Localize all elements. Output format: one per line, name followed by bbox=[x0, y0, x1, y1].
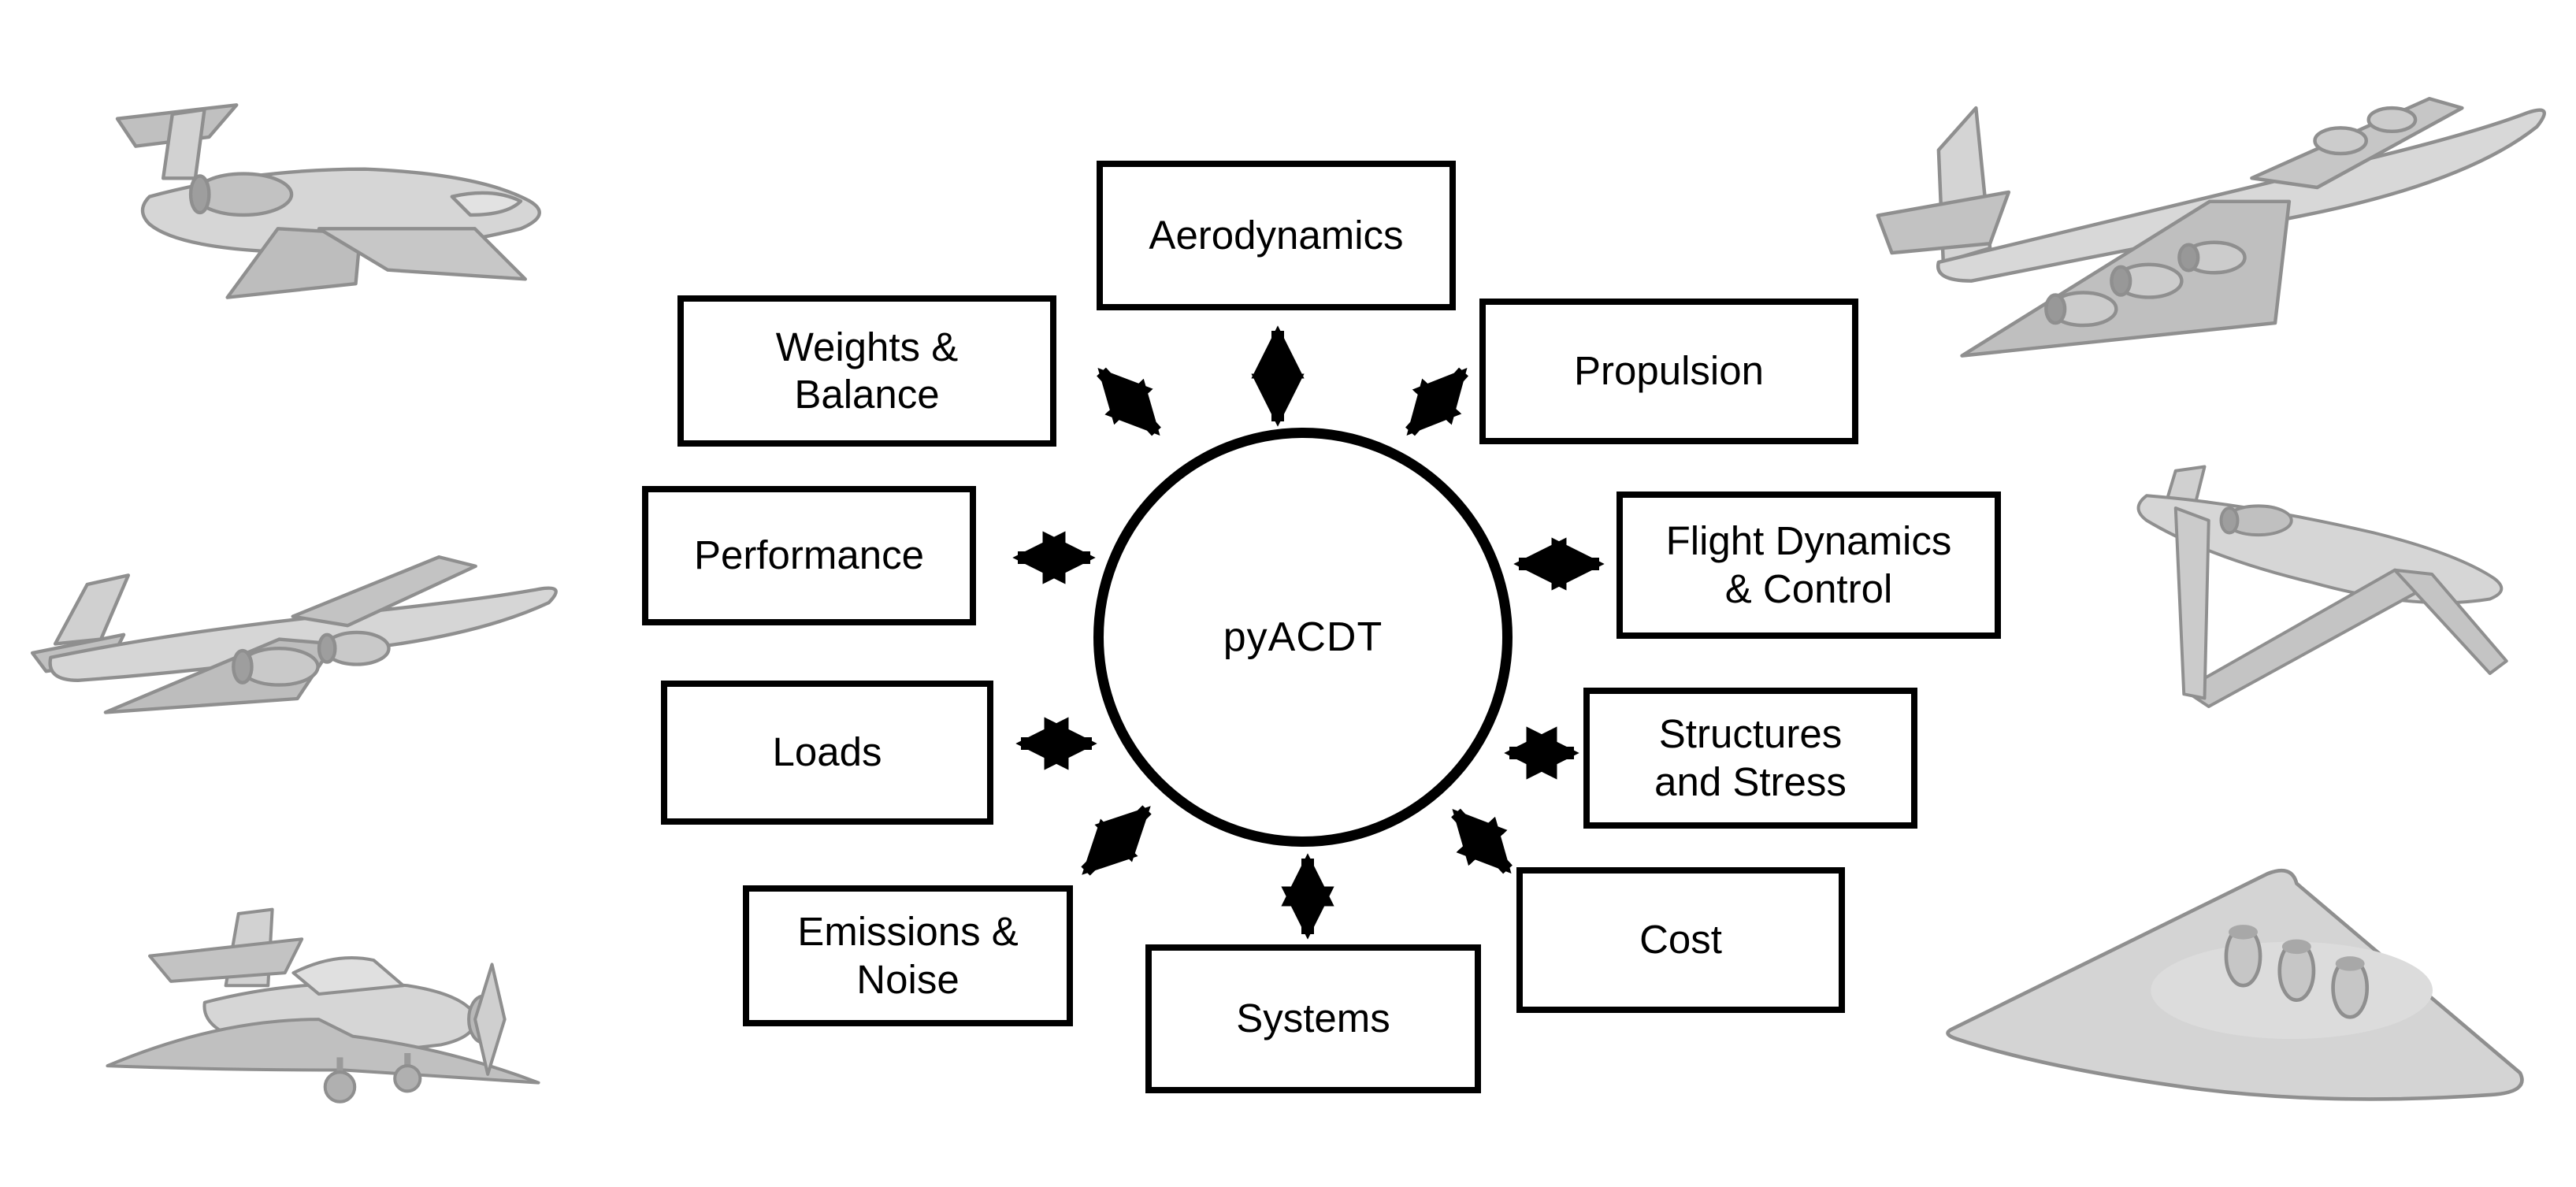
node-flight-dynamics-control-label: Flight Dynamics & Control bbox=[1665, 518, 1952, 611]
business-jet-image bbox=[115, 103, 541, 299]
node-performance-label: Performance bbox=[694, 532, 924, 578]
node-weights-balance-label: Weights & Balance bbox=[775, 324, 959, 417]
node-cost-label: Cost bbox=[1639, 917, 1722, 963]
node-performance: Performance bbox=[642, 486, 976, 625]
node-emissions-noise: Emissions & Noise bbox=[743, 885, 1073, 1026]
arrow-propulsion bbox=[1405, 367, 1468, 436]
propeller-aircraft-image bbox=[106, 907, 540, 1104]
arrow-weights-balance bbox=[1097, 367, 1161, 436]
node-aerodynamics: Aerodynamics bbox=[1097, 161, 1456, 310]
node-emissions-noise-label: Emissions & Noise bbox=[797, 909, 1019, 1002]
twin-engine-airliner-image bbox=[30, 555, 558, 714]
node-loads-label: Loads bbox=[772, 729, 882, 775]
arrow-emissions-noise bbox=[1081, 805, 1152, 876]
node-weights-balance: Weights & Balance bbox=[677, 295, 1056, 447]
node-structures-stress-label: Structures and Stress bbox=[1654, 711, 1847, 804]
node-loads: Loads bbox=[661, 681, 993, 825]
node-aerodynamics-label: Aerodynamics bbox=[1149, 212, 1404, 258]
node-propulsion-label: Propulsion bbox=[1574, 348, 1764, 394]
node-cost: Cost bbox=[1516, 867, 1845, 1013]
node-structures-stress: Structures and Stress bbox=[1583, 688, 1917, 829]
arrow-cost bbox=[1451, 808, 1513, 874]
blended-wing-body-image bbox=[1946, 868, 2524, 1101]
joined-wing-aircraft-image bbox=[2136, 465, 2508, 708]
node-propulsion: Propulsion bbox=[1479, 299, 1858, 444]
node-flight-dynamics-control: Flight Dynamics & Control bbox=[1616, 491, 2001, 639]
node-systems: Systems bbox=[1145, 944, 1481, 1093]
hub-circle: pyACDT bbox=[1093, 428, 1513, 847]
eight-engine-bomber-image bbox=[1876, 97, 2546, 358]
node-systems-label: Systems bbox=[1236, 996, 1390, 1041]
hub-label: pyACDT bbox=[1223, 614, 1383, 660]
